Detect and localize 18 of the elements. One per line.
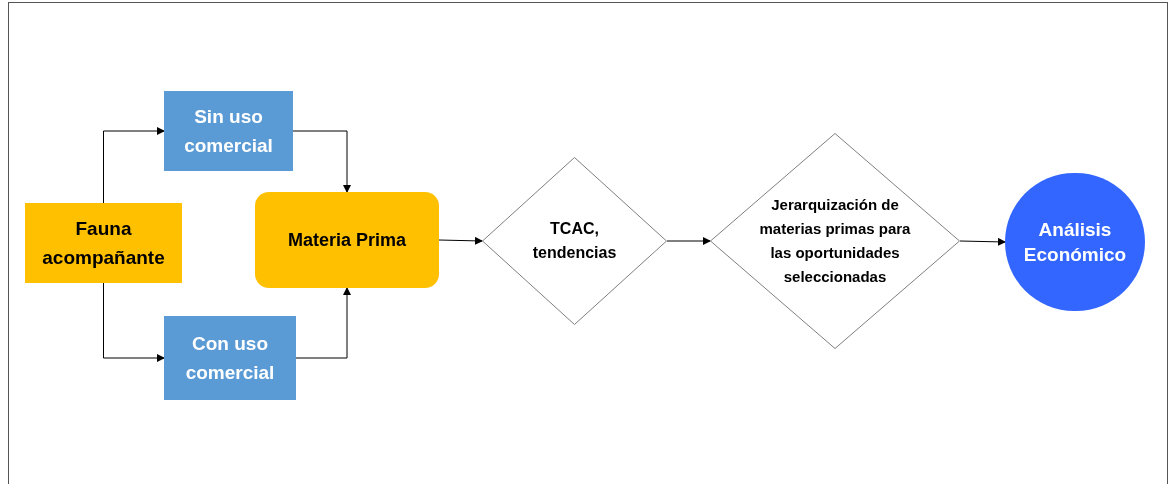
node-label: Análisis Económico <box>1022 218 1128 267</box>
arrow <box>666 237 711 245</box>
process-box <box>164 316 296 400</box>
arrow <box>295 287 351 359</box>
process-box <box>255 192 439 288</box>
arrow <box>103 282 165 362</box>
node-label: TCAC, tendencias <box>531 219 618 263</box>
arrow <box>292 130 351 193</box>
arrow <box>103 127 165 204</box>
process-box <box>164 91 293 171</box>
node-label: Jerarquización de materias primas para las oportunidades seleccionadas <box>758 195 912 287</box>
process-box <box>25 203 182 283</box>
arrow <box>959 237 1006 246</box>
node-label: Sin uso comercial <box>183 105 274 158</box>
node-label: Fauna acompañante <box>41 217 166 270</box>
node-label: Materia Prima <box>287 228 407 252</box>
arrow <box>438 236 483 245</box>
node-label: Con uso comercial <box>184 332 276 385</box>
